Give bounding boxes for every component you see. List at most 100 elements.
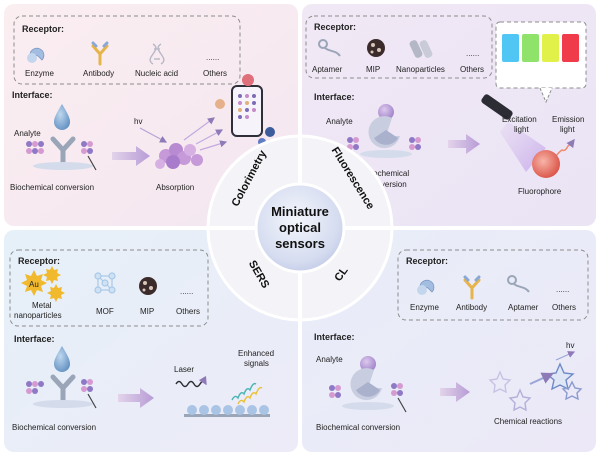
cl-quadrant: Receptor: Enzyme Antibody Aptamer ......… — [314, 249, 589, 432]
nanoparticles-icon — [409, 40, 433, 58]
sers-metal-line2: nanoparticles — [14, 311, 62, 320]
colorimetry-analyte-label: Analyte — [14, 129, 41, 138]
emission-wave — [555, 138, 575, 157]
colorimetry-hv-label: hv — [134, 117, 142, 126]
fluorescence-receptor-aptamer: Aptamer — [312, 65, 343, 74]
cl-interface-title: Interface: — [314, 332, 355, 342]
colorimetry-absorption-label: Absorption — [156, 183, 194, 192]
colorimetry-interface-title: Interface: — [12, 90, 53, 100]
sers-laser-label: Laser — [174, 365, 194, 374]
fluorescence-conversion-line2: conversion — [368, 180, 407, 189]
colorimetry-receptor-others: Others — [203, 69, 227, 78]
signal-wave-teal — [231, 382, 257, 401]
center-circle — [254, 182, 346, 274]
sers-analyte-droplet-icon — [54, 346, 70, 372]
mip-icon — [367, 39, 385, 57]
colorimetry-receptor-box — [13, 15, 241, 85]
fluorescence-quadrant: Receptor: Aptamer MIP Nanoparticles ....… — [305, 15, 587, 196]
cl-conversion-label: Biochemical conversion — [316, 423, 400, 432]
receptor-surface-icon — [33, 136, 93, 170]
cl-receptor-title: Receptor: — [406, 256, 448, 266]
cl-aptamer-icon — [507, 275, 530, 293]
sers-quadrant: Receptor: Au Metal nanoparticles MOF MIP… — [9, 249, 274, 432]
sers-dots-icon — [26, 379, 97, 409]
center-title-line2: optical — [279, 220, 321, 235]
fluorescence-receptor-ellipsis: ...... — [466, 49, 479, 58]
colorimetry-receptor-antibody: Antibody — [83, 69, 114, 78]
sers-enhanced-line2: signals — [244, 359, 269, 368]
fluorescence-analyte-label: Analyte — [326, 117, 353, 126]
sers-receptor-mof: MOF — [96, 307, 114, 316]
fluorescence-emission-line1: Emission — [552, 115, 584, 124]
fluorescence-swatch-yellow — [542, 34, 559, 62]
cl-analyte-label: Analyte — [316, 355, 343, 364]
fluorescence-interface-title: Interface: — [314, 92, 355, 102]
colorimetry-receptor-enzyme: Enzyme — [25, 69, 54, 78]
colorimetry-quadrant: Receptor: Enzyme Antibody Nucleic acid .… — [10, 15, 275, 192]
colorimetry-process-arrow — [112, 146, 150, 166]
colorimetry-receptor-ellipsis: ...... — [206, 53, 219, 62]
laser-wave — [175, 375, 207, 388]
center-title-line1: Miniature — [271, 204, 329, 219]
sers-receptor-box — [9, 249, 209, 327]
cl-receptor-box — [397, 249, 589, 321]
fluorescence-excitation-line1: Excitation — [502, 115, 537, 124]
fluorescence-dots-icon — [347, 137, 421, 150]
enzyme-icon — [27, 47, 45, 63]
quadrant-colorimetry-bg — [4, 4, 298, 226]
fluorescence-conversion-line1: Biochemical — [366, 169, 409, 178]
fluorescence-receptor-pacman-icon — [360, 104, 412, 158]
cl-hv-label: hv — [566, 341, 574, 350]
fluorescence-process-arrow — [448, 134, 480, 154]
sers-enhanced-line1: Enhanced — [238, 349, 274, 358]
fluorescence-excitation-line2: light — [514, 125, 529, 134]
sers-metal-line1: Metal — [32, 301, 52, 310]
sers-conversion-label: Biochemical conversion — [12, 423, 96, 432]
fluorescence-swatch-red — [562, 34, 579, 62]
fluorescence-swatch-blue — [502, 34, 519, 62]
reflection-arrows — [183, 117, 228, 151]
colorimetry-receptor-title: Receptor: — [22, 24, 64, 34]
cl-receptor-pacman-icon — [342, 356, 394, 410]
fluorescence-receptor-others: Others — [460, 65, 484, 74]
mof-icon — [94, 272, 116, 294]
cl-receptor-antibody: Antibody — [456, 303, 487, 312]
center-title-line3: sensors — [275, 236, 325, 251]
biomolecule-dots-icon — [26, 141, 97, 171]
cl-enzyme-icon — [417, 279, 435, 295]
fluorophore-icon — [532, 150, 560, 178]
cl-receptor-ellipsis: ...... — [556, 285, 569, 294]
cl-dots-icon — [329, 383, 407, 413]
cl-receptor-others: Others — [552, 303, 576, 312]
aptamer-icon — [318, 39, 341, 57]
swatch-callout-tail — [539, 87, 553, 104]
absorption-particles-icon — [155, 143, 203, 169]
smartphone-icon — [215, 74, 275, 146]
cl-receptor-aptamer: Aptamer — [508, 303, 539, 312]
cl-star-arrow — [529, 372, 554, 385]
fluorescence-receptor-nanoparticles: Nanoparticles — [396, 65, 445, 74]
fluorescence-receptor-title: Receptor: — [314, 22, 356, 32]
cl-hv-arrow — [555, 351, 576, 361]
sers-receptor-mip: MIP — [140, 307, 154, 316]
sers-receptor-others: Others — [176, 307, 200, 316]
dna-icon — [149, 43, 165, 65]
sers-receptor-surface-icon — [33, 374, 93, 408]
fluorescence-emission-line2: light — [560, 125, 575, 134]
analyte-droplet-icon — [54, 104, 70, 130]
signal-wave-yellow — [237, 386, 263, 405]
sers-interface-title: Interface: — [14, 334, 55, 344]
cl-process-arrow — [440, 382, 470, 402]
antibody-icon — [91, 41, 109, 66]
sers-substrate-icon — [184, 405, 270, 417]
sers-receptor-title: Receptor: — [18, 256, 60, 266]
quadrant-sers-bg — [4, 230, 298, 452]
colorimetry-receptor-nucleic-acid: Nucleic acid — [135, 69, 178, 78]
colorimetry-conversion-label: Biochemical conversion — [10, 183, 94, 192]
hv-arrow — [139, 127, 168, 143]
cl-receptor-enzyme: Enzyme — [410, 303, 439, 312]
sers-au-label: Au — [29, 280, 39, 289]
sers-mip-icon — [139, 277, 157, 295]
sers-receptor-ellipsis: ...... — [180, 287, 193, 296]
fluorescence-fluorophore-label: Fluorophore — [518, 187, 562, 196]
